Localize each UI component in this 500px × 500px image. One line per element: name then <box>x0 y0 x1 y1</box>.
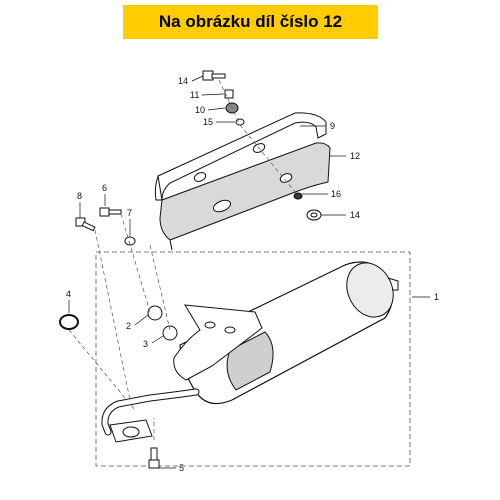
part-label-14: 14 <box>350 210 360 220</box>
part-label-4: 4 <box>66 289 71 299</box>
part-label-15: 15 <box>203 117 213 127</box>
part-label-7: 7 <box>127 208 132 218</box>
part-label-6: 6 <box>102 183 107 193</box>
part-label-3: 3 <box>143 339 148 349</box>
muffler-assembly <box>101 261 399 443</box>
heat-shield-12 <box>159 142 331 251</box>
part-label-8: 8 <box>77 191 82 201</box>
bolt-5 <box>148 447 160 469</box>
bolt-8 <box>75 217 96 232</box>
bolt-6 <box>99 207 122 217</box>
part-labels: 14 11 10 15 9 12 16 14 1 2 3 4 5 6 7 8 <box>66 76 439 473</box>
part-label-12: 12 <box>350 151 360 161</box>
assembly-box <box>95 251 411 467</box>
collar-2 <box>147 305 163 321</box>
banner-title: Na obrázku díl číslo 12 <box>158 12 343 31</box>
part-label-13: 14 <box>178 76 188 86</box>
collar-3 <box>162 325 178 341</box>
alignment-lines <box>68 79 301 440</box>
title-banner: Na obrázku díl číslo 12 <box>123 5 378 39</box>
leader-lines <box>68 75 430 469</box>
part-label-10: 10 <box>195 105 205 115</box>
gasket-4 <box>59 314 79 330</box>
part-label-9: 9 <box>330 121 335 131</box>
spacer-11 <box>224 89 234 99</box>
part-label-11: 11 <box>190 90 199 100</box>
part-label-1: 1 <box>434 292 439 302</box>
part-label-5: 5 <box>179 463 184 473</box>
bolt-13 <box>202 70 226 81</box>
part-label-16: 16 <box>331 189 341 199</box>
washer-15 <box>235 118 245 126</box>
heat-shield-9 <box>154 112 327 201</box>
washer-14 <box>306 209 322 221</box>
washer-7 <box>124 236 136 246</box>
part-label-2: 2 <box>126 321 131 331</box>
